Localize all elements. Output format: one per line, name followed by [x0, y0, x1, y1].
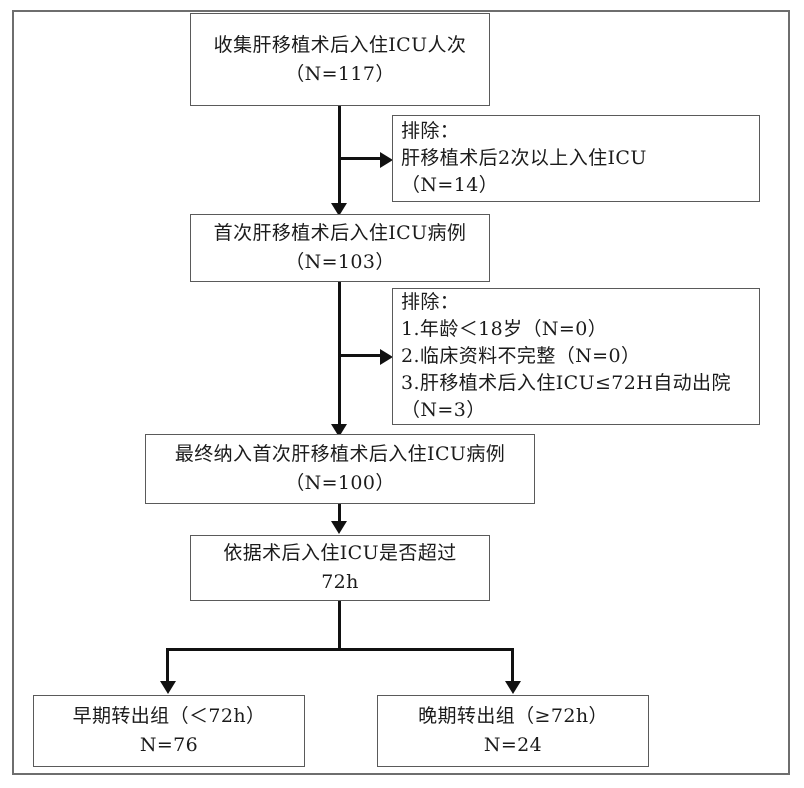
arrowhead-final-to-decision	[331, 521, 347, 534]
node-collect-line2: （N=117）	[285, 62, 395, 85]
node-exclude2-line2: 1.年龄＜18岁（N=0）	[401, 318, 608, 341]
connector-split-right	[511, 648, 514, 684]
node-final-included-line2: （N=100）	[285, 472, 395, 494]
connector-final-to-decision	[338, 504, 341, 524]
arrowhead-collect-to-first	[331, 203, 347, 216]
connector-first-to-final	[338, 282, 341, 432]
node-exclude2-line3: 2.临床资料不完整（N=0）	[401, 345, 641, 368]
node-early-group-line1: 早期转出组（＜72h）	[72, 705, 266, 728]
node-exclude2-line4: 3.肝移植术后入住ICU≤72H自动出院（N=3）	[401, 371, 731, 421]
node-decision-line1: 依据术后入住ICU是否超过	[223, 542, 457, 565]
node-early-group: 早期转出组（＜72h） N=76	[33, 695, 305, 767]
node-exclude2: 排除： 1.年龄＜18岁（N=0） 2.临床资料不完整（N=0） 3.肝移植术后…	[392, 288, 760, 425]
node-final-included-line1: 最终纳入首次肝移植术后入住ICU病例	[174, 443, 506, 466]
arrowhead-to-exclude1	[380, 152, 393, 168]
node-late-group: 晚期转出组（≥72h） N=24	[377, 695, 649, 767]
node-late-group-line1: 晚期转出组（≥72h）	[418, 705, 608, 728]
node-exclude1: 排除： 肝移植术后2次以上入住ICU （N=14）	[392, 115, 760, 202]
node-exclude1-line3: （N=14）	[401, 173, 499, 196]
node-first-admission-line2: （N=103）	[285, 251, 395, 273]
arrowhead-first-to-final	[331, 424, 347, 437]
node-exclude1-line1: 排除：	[401, 120, 460, 143]
node-final-included: 最终纳入首次肝移植术后入住ICU病例 （N=100）	[145, 434, 535, 504]
arrowhead-to-late-group	[505, 681, 521, 694]
connector-split-left	[166, 648, 169, 684]
connector-decision-stem	[338, 601, 341, 650]
node-first-admission-line1: 首次肝移植术后入住ICU病例	[213, 222, 467, 245]
outer-frame	[12, 10, 790, 775]
node-exclude1-line2: 肝移植术后2次以上入住ICU	[401, 147, 647, 170]
node-decision-line2: 72h	[321, 571, 359, 593]
node-exclude2-line1: 排除：	[401, 291, 460, 314]
arrowhead-to-early-group	[160, 681, 176, 694]
node-early-group-line2: N=76	[139, 734, 199, 756]
node-first-admission: 首次肝移植术后入住ICU病例 （N=103）	[190, 214, 490, 282]
node-decision: 依据术后入住ICU是否超过 72h	[190, 535, 490, 601]
node-collect: 收集肝移植术后入住ICU人次 （N=117）	[190, 13, 490, 106]
connector-split-bar	[166, 648, 514, 651]
arrowhead-to-exclude2	[380, 349, 393, 365]
node-late-group-line2: N=24	[483, 734, 543, 756]
connector-collect-to-first	[338, 106, 341, 206]
connector-to-exclude2	[338, 354, 384, 357]
node-collect-line1: 收集肝移植术后入住ICU人次	[213, 33, 467, 56]
connector-to-exclude1	[338, 157, 384, 160]
